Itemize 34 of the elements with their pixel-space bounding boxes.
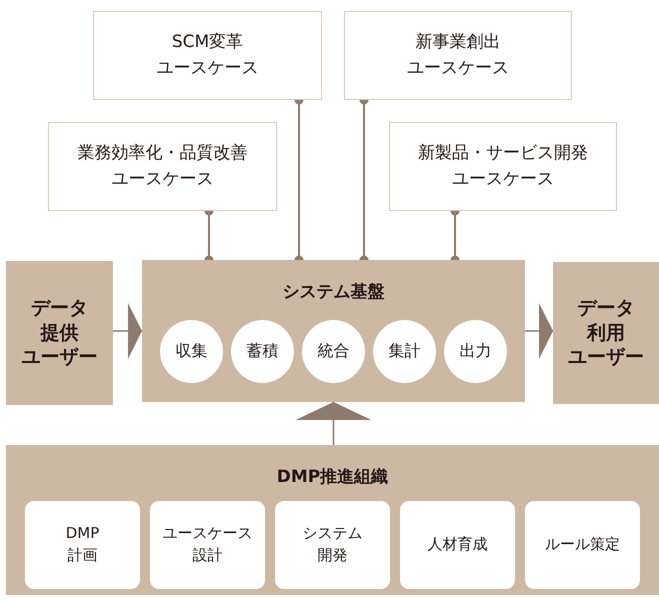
node-label: 集計 xyxy=(388,340,420,362)
node-label: データ提供ユーザー xyxy=(22,296,98,370)
user-box xyxy=(6,261,113,405)
node-label: SCM変革ユースケース xyxy=(156,31,258,80)
chevron-arrow xyxy=(525,303,553,359)
node-label: DMP計画 xyxy=(66,522,100,566)
platform-panel xyxy=(6,445,659,595)
user-box xyxy=(553,262,659,404)
node-label: システム開発 xyxy=(302,522,362,566)
use-case-box xyxy=(344,11,572,100)
task-card xyxy=(25,500,140,588)
use-case-box xyxy=(48,122,277,211)
use-case-box xyxy=(389,122,617,211)
node-label: ルール策定 xyxy=(545,534,620,555)
node-label: 業務効率化・品質改善ユースケース xyxy=(78,142,248,190)
use-case-box xyxy=(93,11,322,100)
node-label: 統合 xyxy=(318,340,350,362)
task-card xyxy=(400,500,515,588)
node-label: 新事業創出ユースケース xyxy=(407,31,509,80)
panel-heading: DMP推進組織 xyxy=(276,466,388,489)
panel-heading: システム基盤 xyxy=(282,281,384,304)
node-label: 人材育成 xyxy=(428,534,488,555)
chevron-arrow xyxy=(296,402,372,445)
node-label: 新製品・サービス開発ユースケース xyxy=(418,142,588,190)
node-label: 蓄積 xyxy=(246,340,278,362)
chevron-arrow xyxy=(113,303,142,359)
node-label: 収集 xyxy=(176,340,208,362)
task-card xyxy=(525,500,640,588)
node-label: データ利用ユーザー xyxy=(568,296,644,370)
task-card xyxy=(150,500,265,588)
node-label: ユースケース設計 xyxy=(162,522,252,566)
task-card xyxy=(275,500,390,588)
node-label: 出力 xyxy=(460,340,492,362)
platform-panel xyxy=(142,260,525,402)
